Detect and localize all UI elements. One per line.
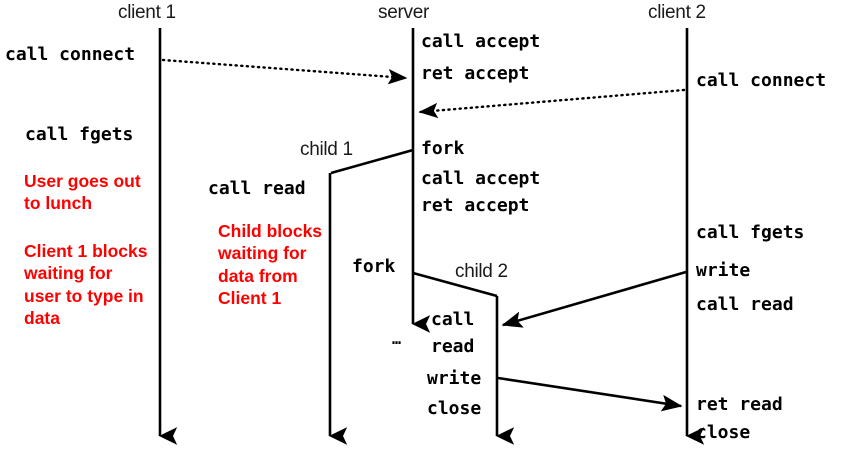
message-write-client2-child2: [501, 270, 687, 328]
note-user-goes-to-lunch: User goes out to lunch: [24, 171, 141, 214]
code-label-child1-fork: fork: [352, 256, 396, 277]
code-label-child2-call: call: [431, 309, 475, 330]
note-client1-blocks: Client 1 blocks waiting for user to type…: [24, 241, 148, 329]
code-label-sv-fork: fork: [421, 138, 465, 159]
code-label-sv-call-accept-1: call accept: [421, 31, 541, 52]
message-connect-client1-server: [161, 58, 408, 85]
lifeline-head-client1: client 1: [118, 2, 176, 23]
code-label-sv-ret-accept-1: ret accept: [421, 63, 530, 84]
branch-label-child2: child 2: [455, 261, 508, 282]
code-label-c2-call-read: call read: [696, 294, 794, 315]
code-label-c2-call-connect: call connect: [696, 70, 827, 91]
code-label-child1-call-read: call read: [208, 178, 306, 199]
message-fork-server-child1: [330, 148, 414, 175]
message-write-child2-client2: [497, 376, 683, 412]
lifeline-head-client2: client 2: [648, 2, 706, 23]
message-connect-client2-server: [418, 88, 686, 119]
note-child-blocks: Child blocks waiting for data from Clien…: [218, 221, 323, 309]
message-fork-server-child2: [412, 271, 498, 298]
lifeline-head-server: server: [378, 2, 429, 23]
code-label-c2-write: write: [696, 260, 751, 281]
code-label-child2-close: close: [427, 398, 482, 419]
code-label-c2-close: close: [696, 422, 751, 443]
code-label-c1-call-fgets: call fgets: [25, 124, 134, 145]
code-label-child2-read: read: [431, 336, 475, 357]
ellipsis-marker: …: [392, 330, 402, 348]
branch-label-child1: child 1: [300, 139, 353, 160]
code-label-sv-ret-accept-2: ret accept: [421, 195, 530, 216]
code-label-sv-call-accept-2: call accept: [421, 168, 541, 189]
code-label-c2-call-fgets: call fgets: [696, 222, 805, 243]
code-label-c2-ret-read: ret read: [696, 394, 783, 415]
code-label-c1-call-connect: call connect: [5, 44, 136, 65]
code-label-child2-write: write: [427, 368, 482, 389]
